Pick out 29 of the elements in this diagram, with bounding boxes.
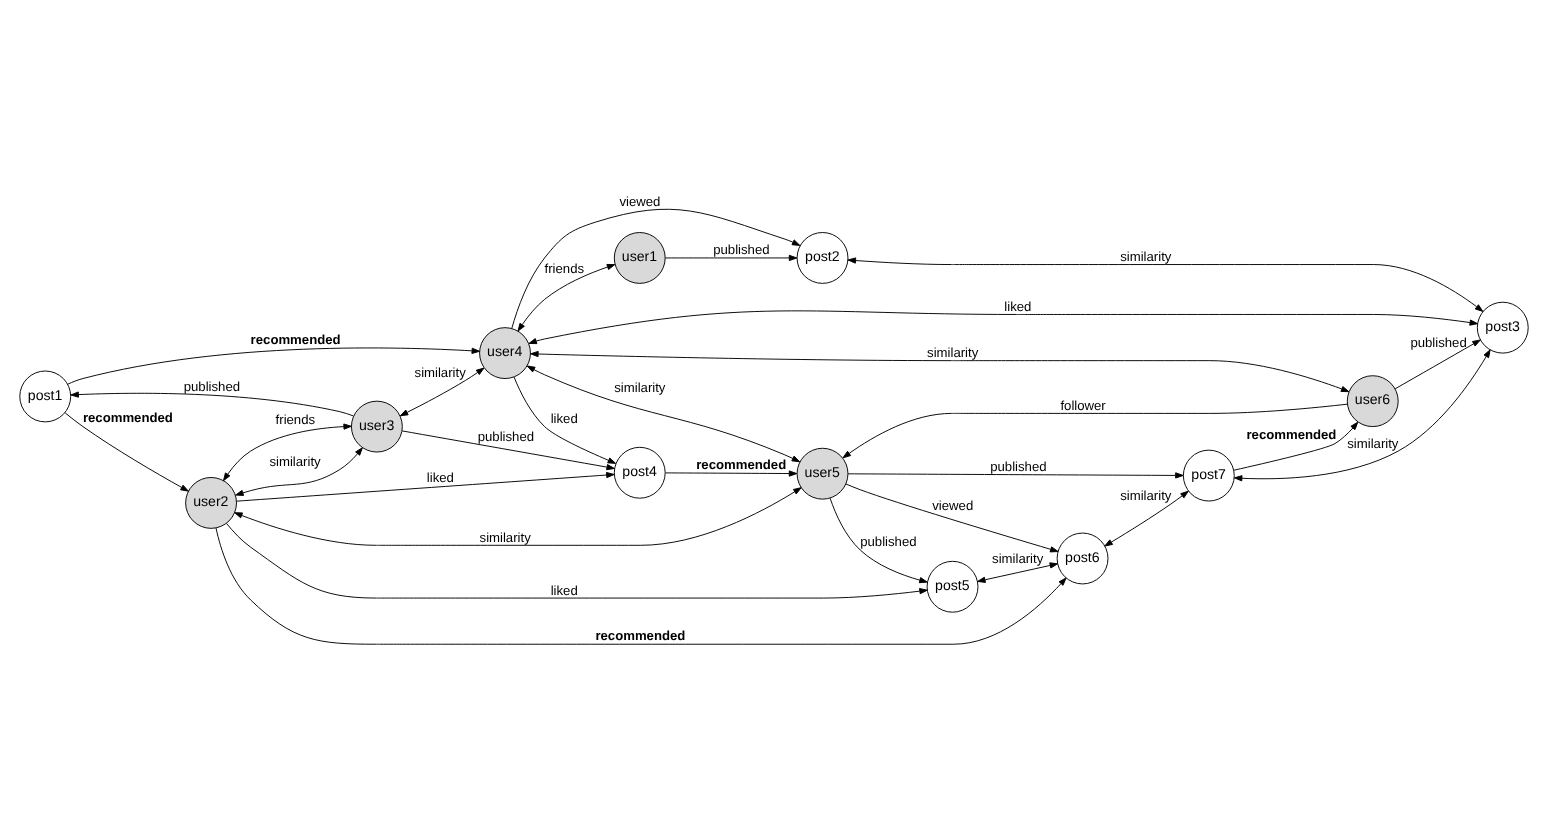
arrow <box>842 402 1348 458</box>
arrow <box>234 486 802 545</box>
arrow <box>665 469 798 476</box>
arrow <box>1104 489 1189 546</box>
arrow <box>829 496 928 583</box>
arrow <box>513 375 617 463</box>
arrow <box>236 470 615 501</box>
arrow <box>1233 420 1359 470</box>
arrow <box>526 364 801 462</box>
arrow <box>70 390 354 416</box>
arrow <box>530 349 1350 392</box>
arrow <box>226 521 928 598</box>
arrow <box>847 256 1484 311</box>
arrow <box>1394 338 1481 389</box>
arrow <box>517 262 616 331</box>
arrow <box>215 526 1067 644</box>
arrow <box>845 482 1059 552</box>
arrow <box>223 422 352 481</box>
arrow <box>665 253 798 261</box>
arrow <box>1233 348 1491 481</box>
arrow <box>67 346 481 384</box>
arrow <box>64 411 189 491</box>
arrow <box>401 429 615 470</box>
arrow <box>847 471 1184 478</box>
arrow <box>399 366 485 416</box>
arrow <box>235 446 363 495</box>
arrow <box>528 309 1479 344</box>
arrow <box>977 561 1059 582</box>
arrow <box>511 207 801 328</box>
